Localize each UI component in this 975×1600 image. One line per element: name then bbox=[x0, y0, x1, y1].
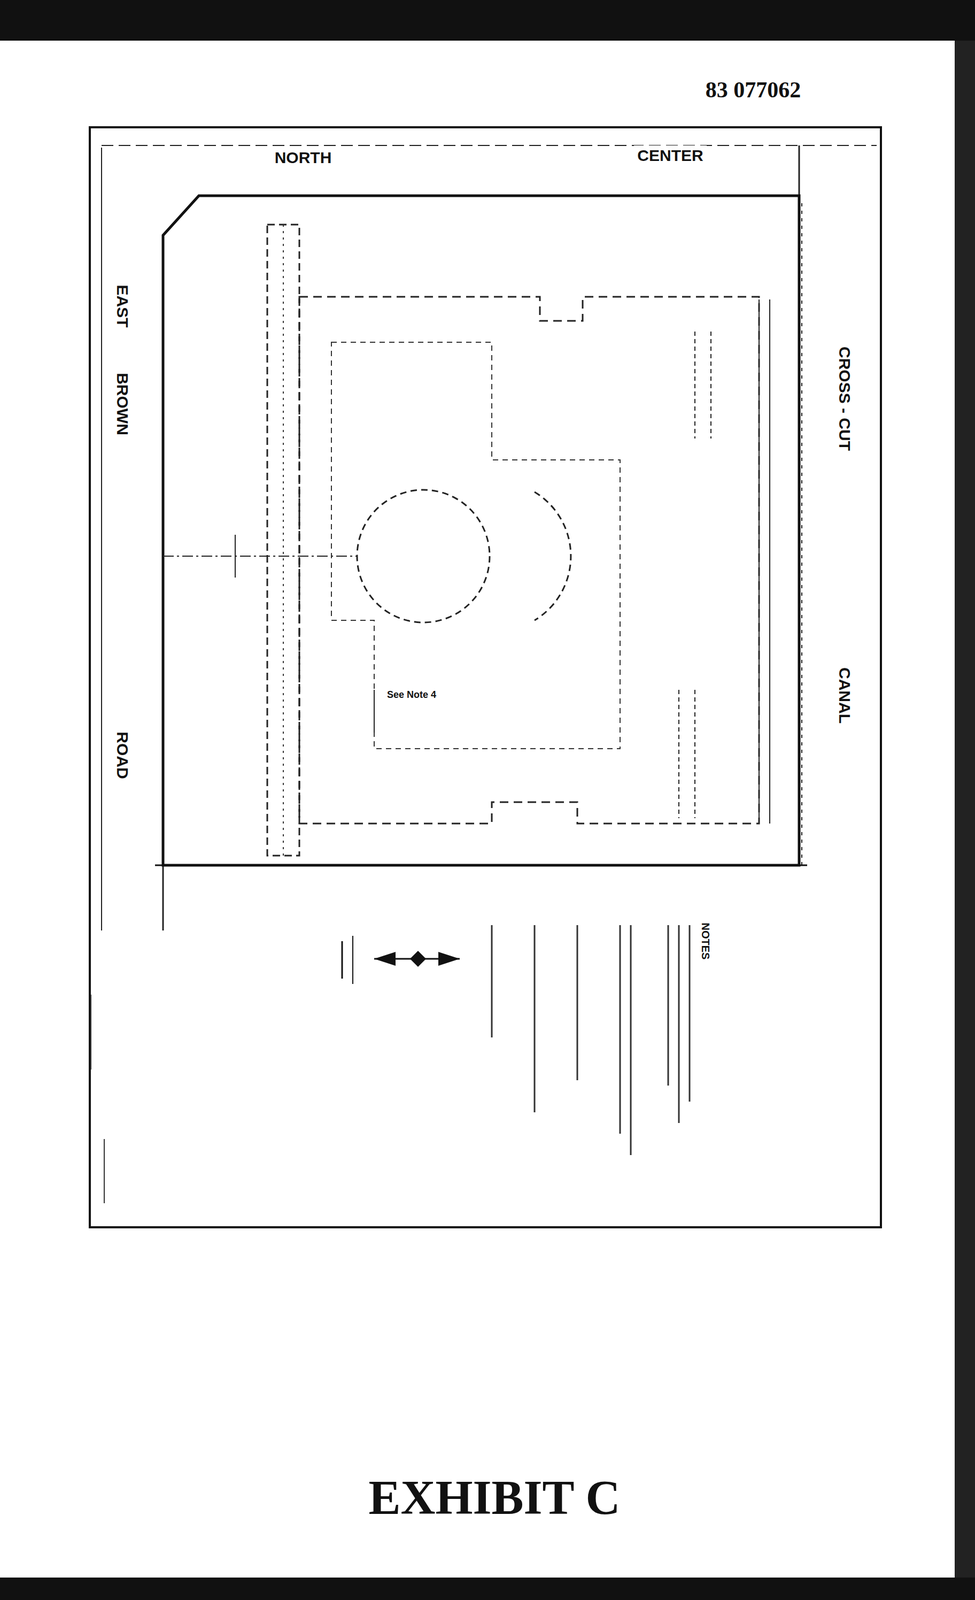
utility-line bbox=[769, 299, 771, 824]
canal-name: CANAL bbox=[834, 663, 855, 727]
scan-edge bbox=[0, 1576, 975, 1600]
utility-line bbox=[694, 331, 696, 439]
access-line bbox=[163, 555, 358, 557]
utility-line bbox=[694, 689, 696, 818]
utility-line bbox=[678, 689, 680, 818]
street-line bbox=[101, 144, 877, 146]
north-arrow bbox=[342, 935, 460, 984]
easement-outline bbox=[331, 342, 621, 749]
utility-line bbox=[758, 299, 760, 824]
notes-heading: NOTES bbox=[698, 919, 713, 963]
building-outline bbox=[299, 296, 760, 824]
leader-line bbox=[373, 689, 375, 733]
street-name: BROWN bbox=[112, 369, 133, 439]
scan-edge bbox=[954, 40, 975, 1577]
sheet-border bbox=[89, 127, 881, 1227]
street-name: NORTH bbox=[271, 147, 336, 168]
title-block bbox=[90, 994, 105, 1203]
street-line bbox=[101, 147, 103, 931]
street-line bbox=[162, 865, 165, 931]
easement-centerline bbox=[282, 224, 284, 856]
canal-name: CROSS - CUT bbox=[834, 343, 855, 454]
canal-line bbox=[801, 203, 803, 866]
exhibit-caption: EXHIBIT C bbox=[365, 1469, 624, 1525]
scan-edge bbox=[0, 0, 975, 41]
easement-strip bbox=[267, 224, 300, 856]
recording-number: 83 077062 bbox=[702, 76, 805, 104]
turnaround-arc bbox=[534, 491, 571, 621]
access-line bbox=[234, 534, 236, 578]
illegible-notes bbox=[491, 924, 690, 1155]
turnaround-circle bbox=[357, 489, 490, 623]
street-name: CENTER bbox=[633, 145, 707, 166]
utility-line bbox=[710, 331, 712, 439]
street-name: ROAD bbox=[112, 728, 133, 782]
dimension-line bbox=[155, 864, 808, 866]
note-callout: See Note 4 bbox=[383, 688, 440, 702]
parcel-boundary bbox=[163, 195, 800, 865]
street-name: EAST bbox=[112, 281, 133, 331]
